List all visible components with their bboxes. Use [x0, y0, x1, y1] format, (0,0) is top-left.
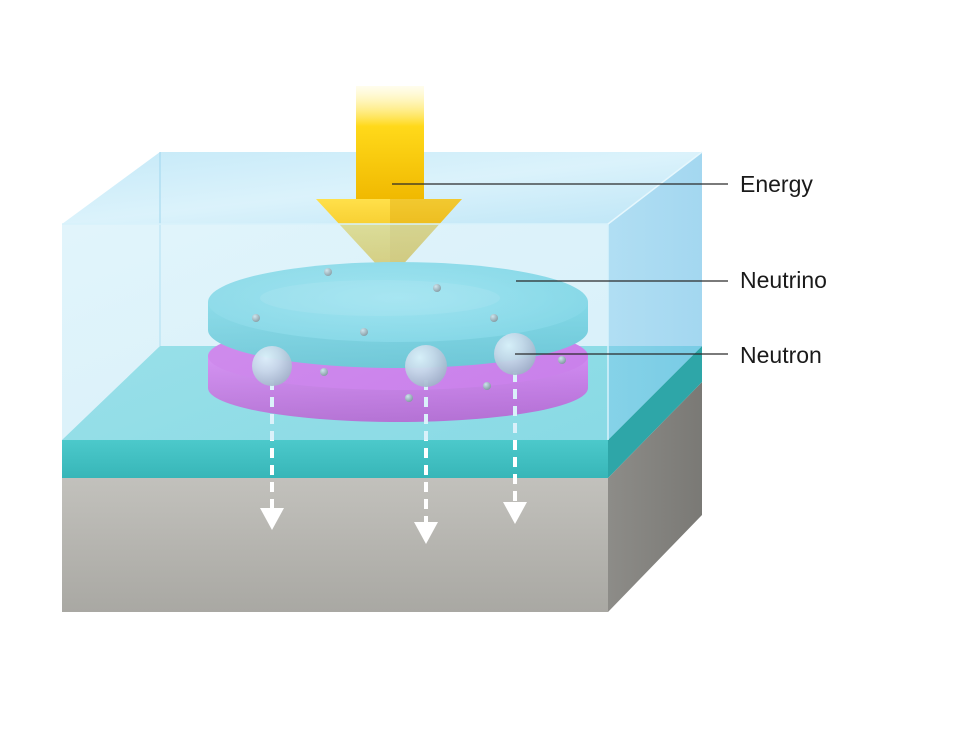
leader-lines	[392, 183, 728, 355]
energy-label: Energy	[740, 171, 813, 197]
base-block	[62, 382, 702, 612]
neutron-label: Neutron	[740, 342, 822, 368]
glass-front-face	[62, 224, 608, 440]
neutrino-label: Neutrino	[740, 267, 827, 293]
